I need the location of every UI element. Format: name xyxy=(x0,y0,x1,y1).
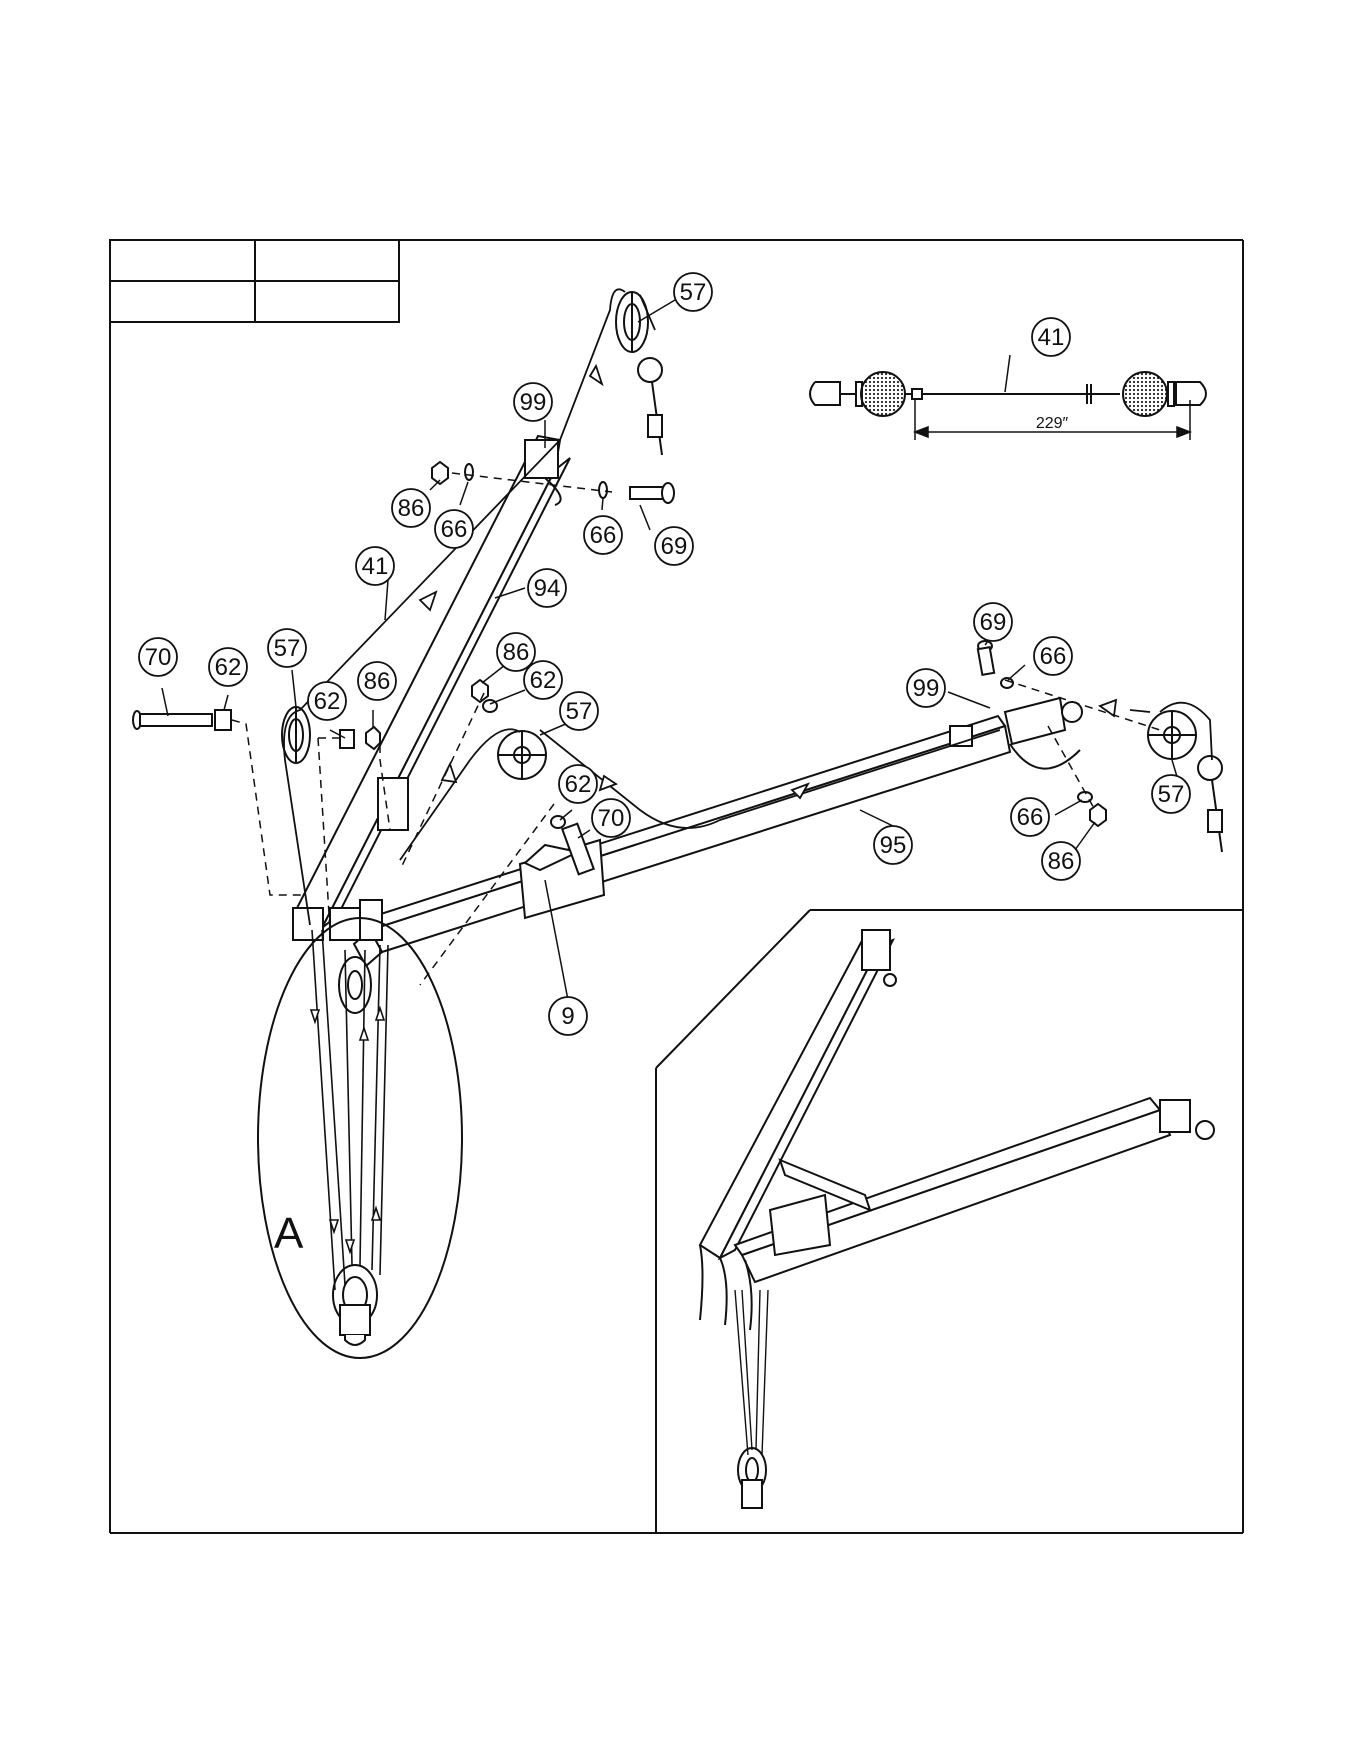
brace-9 xyxy=(520,840,604,918)
callout-69-top: 69 xyxy=(661,533,688,560)
callout-66-top-right: 66 xyxy=(590,522,617,549)
bracket-99-right xyxy=(1005,698,1082,769)
title-table xyxy=(110,240,399,322)
callout-70-left: 70 xyxy=(145,644,172,671)
callout-94: 94 xyxy=(534,575,561,602)
callout-86-right-low: 86 xyxy=(1048,848,1075,875)
callout-57-left: 57 xyxy=(274,635,301,662)
callout-57-center: 57 xyxy=(566,698,593,725)
callout-86-center: 86 xyxy=(503,639,530,666)
callout-62-mid: 62 xyxy=(314,688,341,715)
callout-86-top: 86 xyxy=(398,495,425,522)
detail-a-label: A xyxy=(274,1209,304,1258)
callout-66-right: 66 xyxy=(1040,643,1067,670)
callout-95: 95 xyxy=(880,832,907,859)
callout-57-top: 57 xyxy=(680,279,707,306)
callout-86-mid: 86 xyxy=(364,668,391,695)
drawing-frame xyxy=(110,240,1243,1533)
pulley-57-center xyxy=(498,731,546,779)
cable-41-detail xyxy=(810,372,1206,416)
callout-69-right: 69 xyxy=(980,609,1007,636)
lower-pulley-block xyxy=(333,957,377,1345)
callout-70-low: 70 xyxy=(598,805,625,832)
cable-end-right xyxy=(1198,756,1222,852)
callout-99-top: 99 xyxy=(520,389,547,416)
fasteners-left xyxy=(133,710,380,749)
pulley-57-right xyxy=(1148,711,1196,759)
cable-length-dimension: 229″ xyxy=(1036,415,1069,432)
assembled-view xyxy=(700,930,1214,1508)
callout-62-low: 62 xyxy=(565,771,592,798)
callout-62-center: 62 xyxy=(530,667,557,694)
callout-57-right: 57 xyxy=(1158,781,1185,808)
callout-99-right: 99 xyxy=(913,675,940,702)
callout-41-mid: 41 xyxy=(362,553,389,580)
leader-41-detail xyxy=(1005,355,1010,392)
pulley-57-left xyxy=(282,707,310,763)
callout-41-top: 41 xyxy=(1038,324,1065,351)
callout-9: 9 xyxy=(561,1003,574,1030)
cable-end-top xyxy=(638,358,662,455)
callout-66-right-low: 66 xyxy=(1017,804,1044,831)
callout-66-top-left: 66 xyxy=(441,516,468,543)
callout-62-left: 62 xyxy=(215,654,242,681)
